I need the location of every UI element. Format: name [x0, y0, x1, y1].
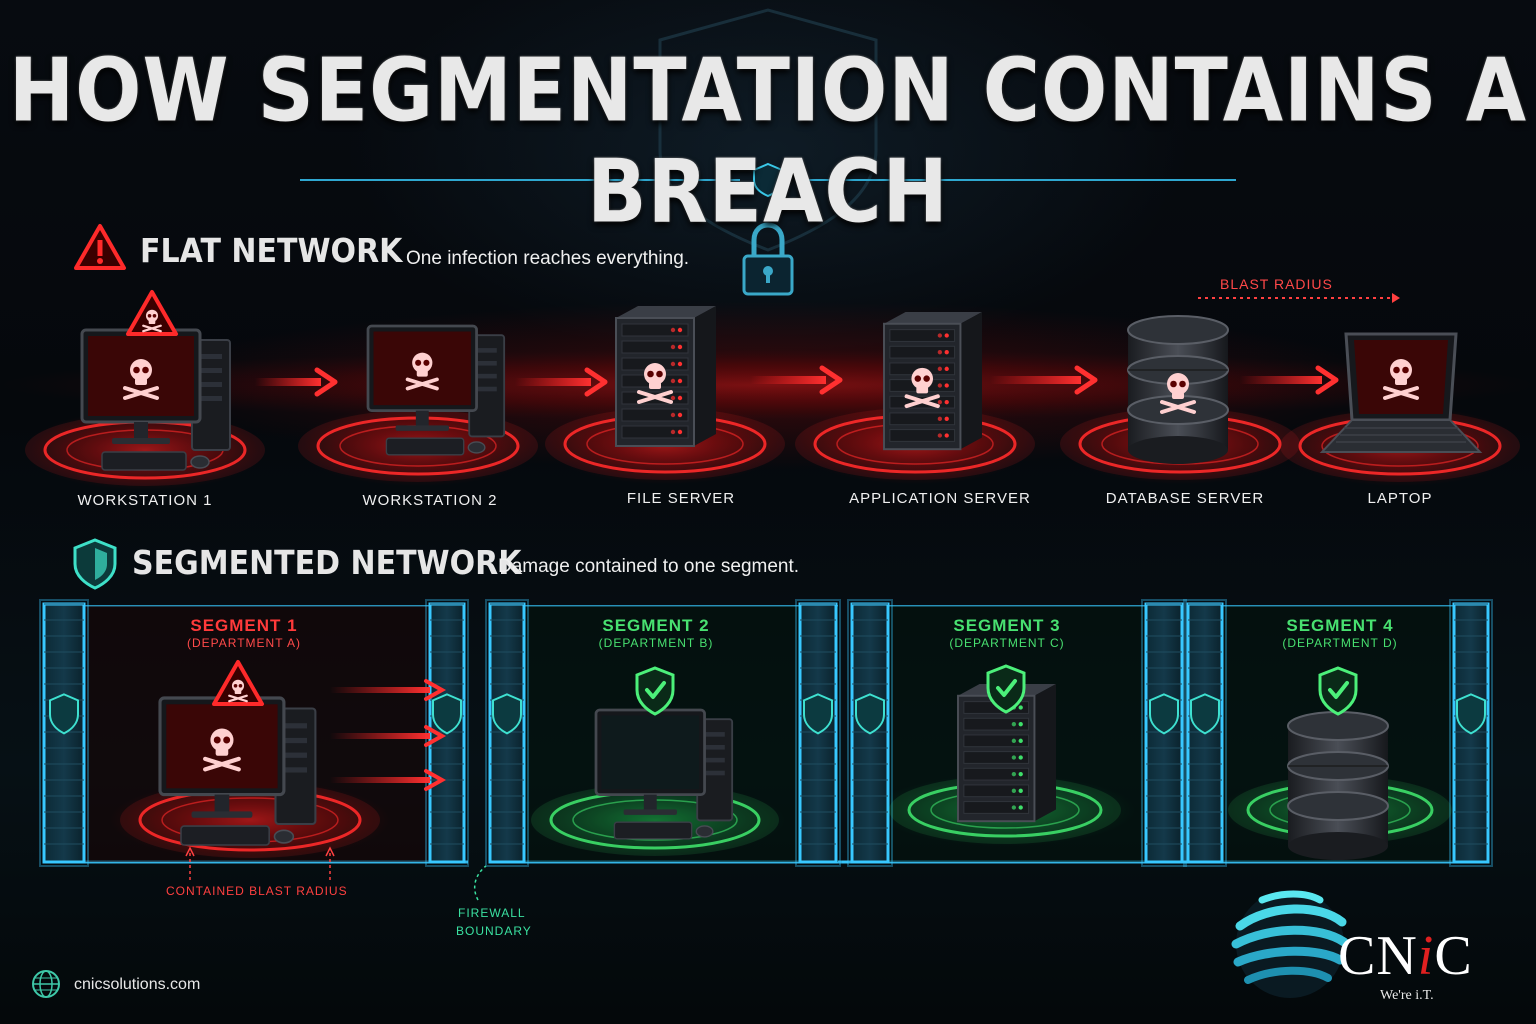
company-tagline: We're i.T. — [1380, 988, 1434, 1003]
contained-blast-radius-label: CONTAINED BLAST RADIUS — [166, 884, 348, 898]
device-label-workstation-2: WORKSTATION 2 — [362, 492, 498, 509]
device-label-laptop: LAPTOP — [1367, 490, 1433, 507]
warning-icon — [74, 224, 126, 270]
segment-1-title: SEGMENT 1 — [190, 616, 298, 635]
segment-4-title: SEGMENT 4 — [1286, 616, 1394, 635]
blast-radius-label: BLAST RADIUS — [1220, 276, 1333, 292]
firewall-label-line-2: BOUNDARY — [456, 924, 532, 938]
title-divider — [300, 162, 1236, 198]
flat-network-devices — [25, 290, 1520, 490]
firewall-wall — [39, 599, 89, 867]
globe-icon — [32, 970, 60, 998]
segment-2-department: (DEPARTMENT B) — [598, 636, 714, 650]
logo-text-i: i — [1417, 925, 1435, 987]
logo-text-cn: CN — [1338, 925, 1418, 987]
page-title: HOW SEGMENTATION CONTAINS A BREACH — [8, 41, 1528, 243]
device-label-workstation-1: WORKSTATION 1 — [77, 492, 213, 509]
segment-3-department: (DEPARTMENT C) — [949, 636, 1065, 650]
device-label-file-server: FILE SERVER — [626, 490, 736, 507]
device-application-server — [883, 312, 982, 451]
shield-icon — [73, 538, 117, 590]
segmented-network-subtitle: Damage contained to one segment. — [498, 556, 800, 577]
device-database-server — [1127, 315, 1229, 464]
firewall-wall — [1449, 599, 1493, 867]
device-laptop — [1319, 332, 1483, 453]
padlock-icon — [742, 222, 794, 296]
firewall-wall — [425, 599, 469, 867]
device-workstation-1 — [80, 328, 231, 471]
firewall-wall — [485, 599, 529, 867]
segmented-network-heading: SEGMENTED NETWORK — [132, 544, 522, 583]
segment-3-title: SEGMENT 3 — [953, 616, 1061, 635]
firewall-wall — [1141, 599, 1187, 867]
segment-2-title: SEGMENT 2 — [602, 616, 710, 635]
segment-1-department: (DEPARTMENT A) — [186, 636, 301, 650]
firewall-wall — [1183, 599, 1227, 867]
logo-text-c: C — [1434, 925, 1473, 987]
device-label-application-server: APPLICATION SERVER — [849, 490, 1031, 507]
firewall-label-line-1: FIREWALL — [458, 906, 526, 920]
firewall-wall — [795, 599, 841, 867]
segment-1-workstation — [158, 696, 317, 846]
segment-4-database — [1287, 711, 1389, 860]
company-logo-text: CNiC — [1338, 924, 1473, 988]
device-workstation-2 — [366, 324, 506, 456]
segment-2-workstation — [594, 708, 734, 840]
segment-4-department: (DEPARTMENT D) — [1282, 636, 1398, 650]
flat-network-heading: FLAT NETWORK — [140, 232, 403, 271]
company-logo-mark — [1231, 890, 1349, 998]
flat-network-subtitle: One infection reaches everything. — [406, 248, 690, 269]
warning-skull-icon — [126, 290, 178, 336]
device-file-server — [615, 306, 716, 447]
device-label-database-server: DATABASE SERVER — [1105, 490, 1265, 507]
website-link[interactable]: cnicsolutions.com — [74, 976, 201, 993]
segmented-network-panels — [39, 599, 1493, 867]
